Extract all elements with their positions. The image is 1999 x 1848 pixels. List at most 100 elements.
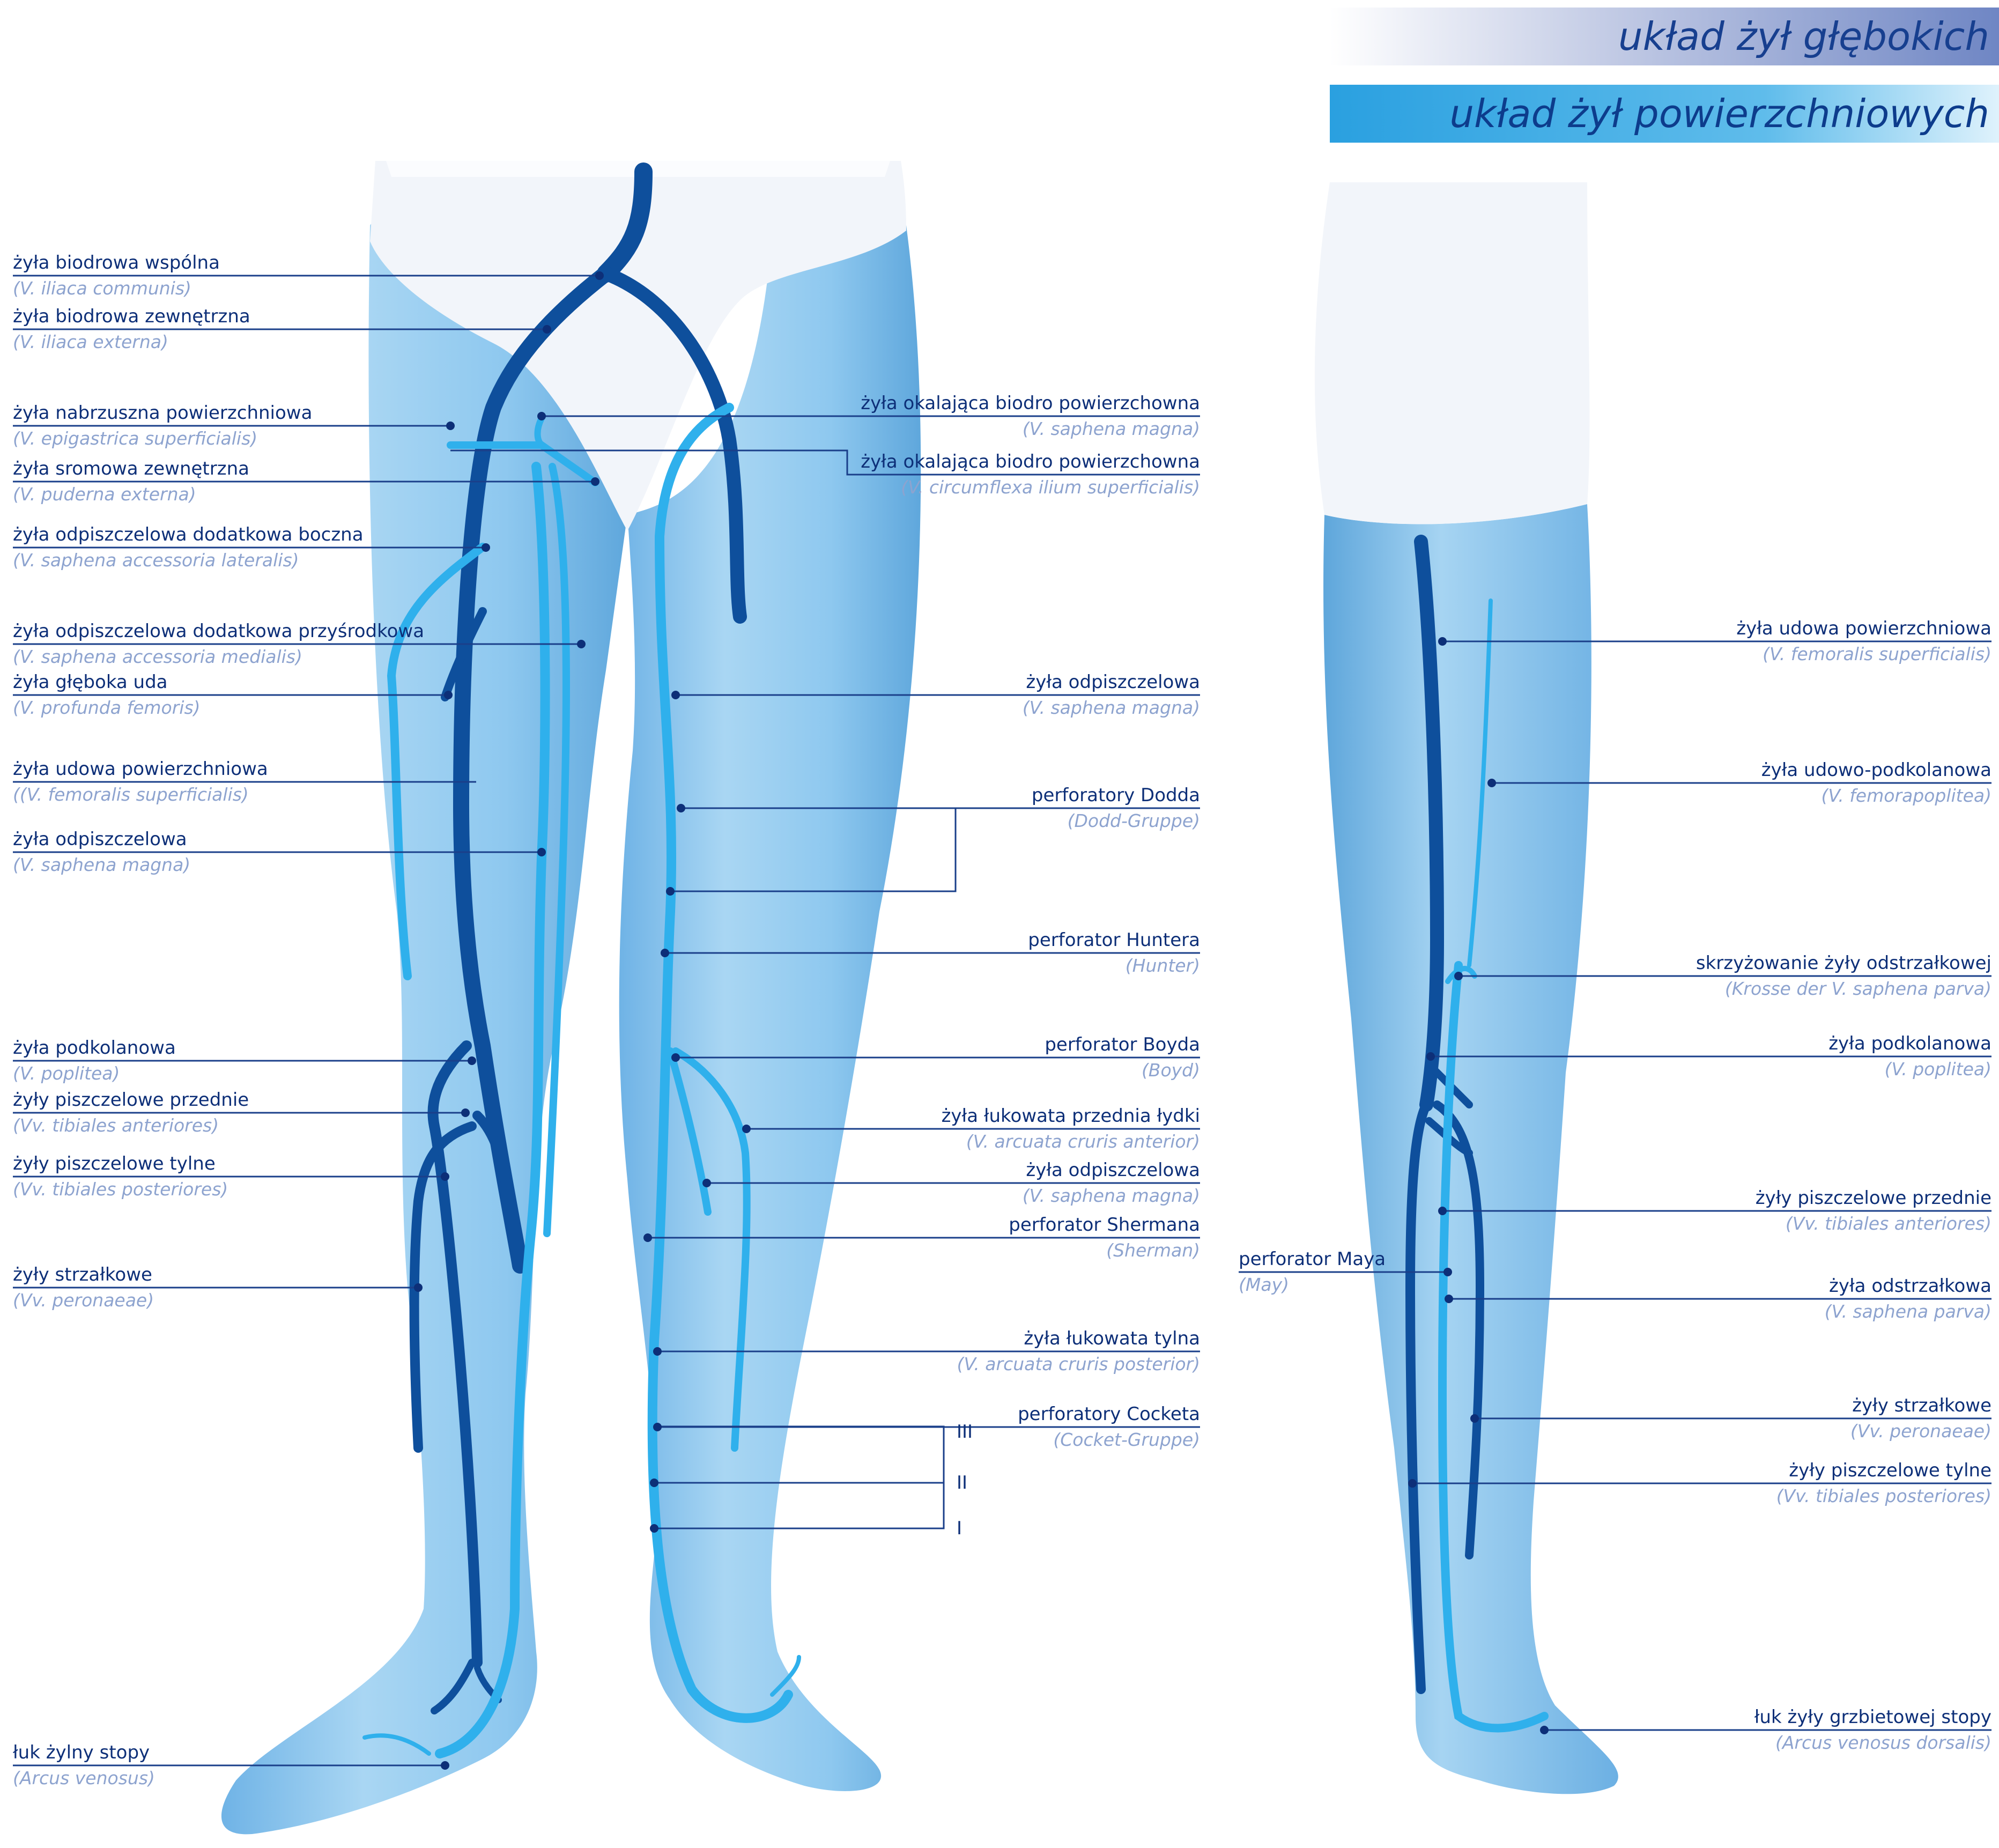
label-text: żyła łukowata przednia łydki	[942, 1103, 1200, 1129]
label-text: żyła okalająca biodro powierzchowna	[861, 449, 1200, 475]
label-iliaca-externa: żyła biodrowa zewnętrzna(V. iliaca exter…	[13, 304, 250, 355]
label-latin: (V. saphena accessoria medialis)	[13, 644, 424, 670]
label-latin: (Vv. tibiales posteriores)	[1776, 1483, 1991, 1509]
deep-system-header: układ żył głębokich	[1330, 8, 1999, 65]
label-latin: (V. saphena magna)	[1023, 1183, 1200, 1209]
label-text: żyła udowo-podkolanowa	[1761, 757, 1991, 783]
label-profunda: żyła głęboka uda(V. profunda femoris)	[13, 669, 201, 721]
label-latin: (V. saphena magna)	[861, 416, 1200, 442]
label-saphena-magna-mid1: żyła odpiszczelowa(V. saphena magna)	[1023, 669, 1200, 721]
front-legs	[221, 161, 921, 1834]
label-latin: (Sherman)	[1009, 1238, 1200, 1263]
label-latin: (Vv. tibiales posteriores)	[13, 1177, 228, 1202]
label-text: żyła sromowa zewnętrzna	[13, 456, 249, 482]
label-text: żyła odpiszczelowa dodatkowa przyśrodkow…	[13, 618, 424, 644]
label-text: perforator Shermana	[1009, 1212, 1200, 1238]
label-text: żyły piszczelowe przednie	[1756, 1185, 1991, 1211]
label-latin: (Arcus venosus)	[13, 1765, 155, 1791]
label-dodd: perforatory Dodda(Dodd-Gruppe)	[1032, 782, 1200, 834]
label-hunter: perforator Huntera(Hunter)	[1028, 927, 1200, 979]
label-peronaeae-left: żyły strzałkowe(Vv. peronaeae)	[13, 1262, 154, 1313]
label-latin: (V. puderna externa)	[13, 482, 249, 507]
label-may: perforator Maya(May)	[1239, 1246, 1386, 1298]
label-text: żyły piszczelowe tylne	[1776, 1458, 1991, 1483]
label-text: perforatory Cocketa	[1018, 1401, 1200, 1427]
label-text: skrzyżowanie żyły odstrzałkowej	[1696, 950, 1991, 976]
label-latin: (Vv. tibiales anteriores)	[13, 1113, 249, 1139]
label-text: żyła odpiszczelowa dodatkowa boczna	[13, 522, 364, 548]
label-saphena-magna-left: żyła odpiszczelowa(V. saphena magna)	[13, 826, 190, 878]
label-latin: (Dodd-Gruppe)	[1032, 808, 1200, 834]
label-text: żyła biodrowa wspólna	[13, 250, 220, 276]
label-poplitea-left: żyła podkolanowa(V. poplitea)	[13, 1035, 176, 1086]
label-latin: (V. poplitea)	[1828, 1056, 1991, 1082]
label-text: perforator Boyda	[1045, 1032, 1200, 1058]
label-peronaeae-right: żyły strzałkowe(Vv. peronaeae)	[1850, 1393, 1991, 1444]
label-latin: (Vv. tibiales anteriores)	[1756, 1211, 1991, 1237]
label-iliaca-communis: żyła biodrowa wspólna(V. iliaca communis…	[13, 250, 220, 301]
label-latin: (V. profunda femoris)	[13, 695, 201, 721]
label-text: żyły piszczelowe przednie	[13, 1087, 249, 1113]
label-epigastrica: żyła nabrzuszna powierzchniowa(V. epigas…	[13, 400, 312, 452]
label-latin: (V. saphena magna)	[1023, 695, 1200, 721]
label-arcus-venosus: łuk żylny stopy(Arcus venosus)	[13, 1740, 155, 1791]
cockett-level-2: II	[957, 1472, 967, 1494]
label-text: żyła odpiszczelowa	[1023, 669, 1200, 695]
back-underwear	[1315, 182, 1590, 524]
label-saphena-parva: żyła odstrzałkowa(V. saphena parva)	[1825, 1273, 1991, 1325]
label-latin: (V. femorapoplitea)	[1761, 783, 1991, 809]
cockett-level-3: III	[957, 1421, 973, 1443]
label-poplitea-right: żyła podkolanowa(V. poplitea)	[1828, 1031, 1991, 1082]
label-arcus-dorsalis: łuk żyły grzbietowej stopy(Arcus venosus…	[1754, 1704, 1991, 1756]
label-arcuata-ant: żyła łukowata przednia łydki(V. arcuata …	[942, 1103, 1200, 1155]
label-text: perforatory Dodda	[1032, 782, 1200, 808]
label-text: perforator Huntera	[1028, 927, 1200, 953]
label-acc-medialis: żyła odpiszczelowa dodatkowa przyśrodkow…	[13, 618, 424, 670]
label-text: żyła głęboka uda	[13, 669, 201, 695]
label-femoropoplitea: żyła udowo-podkolanowa(V. femorapoplitea…	[1761, 757, 1991, 809]
label-text: żyły strzałkowe	[13, 1262, 154, 1288]
label-tib-post-left: żyły piszczelowe tylne(Vv. tibiales post…	[13, 1151, 228, 1202]
label-okalajaca-1: żyła okalająca biodro powierzchowna(V. s…	[861, 390, 1200, 442]
label-tib-post-right: żyły piszczelowe tylne(Vv. tibiales post…	[1776, 1458, 1991, 1509]
label-text: łuk żyły grzbietowej stopy	[1754, 1704, 1991, 1730]
label-saphena-magna-mid2: żyła odpiszczelowa(V. saphena magna)	[1023, 1157, 1200, 1209]
label-text: żyła udowa powierzchniowa	[13, 756, 268, 782]
label-femoralis-left: żyła udowa powierzchniowa((V. femoralis …	[13, 756, 268, 808]
label-text: żyła odstrzałkowa	[1825, 1273, 1991, 1299]
label-femoralis-right: żyła udowa powierzchniowa(V. femoralis s…	[1736, 616, 1991, 667]
label-latin: (V. saphena magna)	[13, 852, 190, 878]
label-text: żyła łukowata tylna	[957, 1326, 1200, 1351]
label-text: żyła okalająca biodro powierzchowna	[861, 390, 1200, 416]
label-text: perforator Maya	[1239, 1246, 1386, 1272]
label-boyd: perforator Boyda(Boyd)	[1045, 1032, 1200, 1083]
label-latin: (V. epigastrica superficialis)	[13, 426, 312, 452]
label-acc-lateralis: żyła odpiszczelowa dodatkowa boczna(V. s…	[13, 522, 364, 573]
label-latin: (V. circumflexa ilium superficialis)	[861, 475, 1200, 500]
label-latin: (V. femoralis superficialis)	[1736, 641, 1991, 667]
label-text: żyła biodrowa zewnętrzna	[13, 304, 250, 329]
label-text: żyła udowa powierzchniowa	[1736, 616, 1991, 641]
label-text: żyła nabrzuszna powierzchniowa	[13, 400, 312, 426]
label-text: żyły strzałkowe	[1850, 1393, 1991, 1418]
label-latin: (Krosse der V. saphena parva)	[1696, 976, 1991, 1002]
label-latin: (V. iliaca externa)	[13, 329, 250, 355]
label-puderna: żyła sromowa zewnętrzna(V. puderna exter…	[13, 456, 249, 507]
label-tib-ant-right: żyły piszczelowe przednie(Vv. tibiales a…	[1756, 1185, 1991, 1237]
label-text: żyły piszczelowe tylne	[13, 1151, 228, 1177]
label-tib-ant-left: żyły piszczelowe przednie(Vv. tibiales a…	[13, 1087, 249, 1139]
label-latin: (May)	[1239, 1272, 1386, 1298]
label-latin: (Vv. peronaeae)	[1850, 1418, 1991, 1444]
superficial-system-title: układ żył powierzchniowych	[1449, 91, 1989, 136]
label-text: żyła podkolanowa	[13, 1035, 176, 1061]
label-latin: (V. poplitea)	[13, 1061, 176, 1086]
label-latin: (V. iliaca communis)	[13, 276, 220, 301]
label-latin: (V. saphena accessoria lateralis)	[13, 548, 364, 573]
label-latin: (Cocket-Gruppe)	[1018, 1427, 1200, 1453]
label-krosse: skrzyżowanie żyły odstrzałkowej(Krosse d…	[1696, 950, 1991, 1002]
label-latin: (V. saphena parva)	[1825, 1299, 1991, 1325]
label-okalajaca-2: żyła okalająca biodro powierzchowna(V. c…	[861, 449, 1200, 500]
label-arcuata-post: żyła łukowata tylna(V. arcuata cruris po…	[957, 1326, 1200, 1377]
